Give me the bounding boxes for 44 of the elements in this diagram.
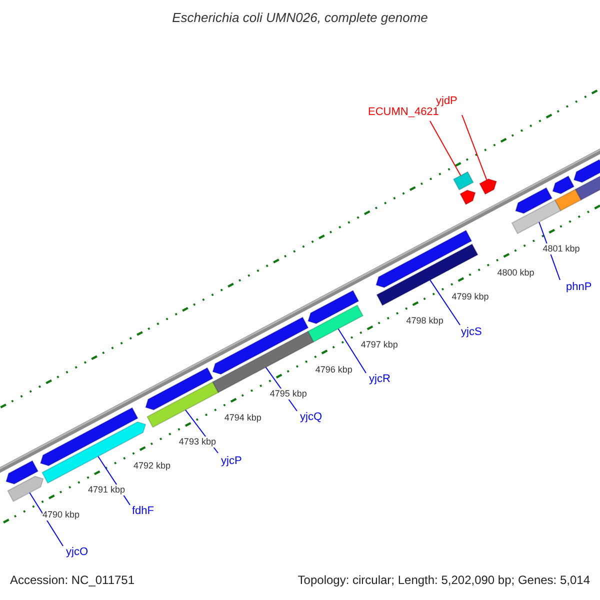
gene-bar bbox=[452, 171, 474, 191]
scale-label: 4792 kbp bbox=[133, 460, 170, 472]
gene-bar bbox=[146, 381, 219, 428]
gene-label: yjdP bbox=[436, 95, 458, 108]
gene-bar bbox=[212, 316, 309, 375]
scale-label: 4796 kbp bbox=[315, 364, 352, 376]
scale-label: 4797 kbp bbox=[360, 340, 398, 351]
gene-bar bbox=[554, 188, 582, 212]
gene-label: yjcS bbox=[461, 326, 482, 339]
gene-bar bbox=[307, 304, 364, 343]
leader-line bbox=[29, 492, 64, 546]
scale-label: 4794 kbp bbox=[224, 412, 262, 424]
scale-label: 4801 kbp bbox=[542, 243, 580, 254]
scale-label: 4798 kbp bbox=[406, 316, 444, 327]
accession-text: Accession: NC_011751 bbox=[10, 573, 135, 588]
gene-bar bbox=[514, 187, 553, 214]
scale-label: 4791 kbp bbox=[88, 484, 126, 496]
gene-label: fdhF bbox=[132, 505, 154, 518]
gene-bar bbox=[511, 199, 562, 234]
scale-label: 4795 kbp bbox=[270, 388, 307, 400]
scale-label: 4793 kbp bbox=[178, 436, 216, 448]
gene-bar bbox=[7, 476, 44, 502]
title: Escherichia coli UMN026, complete genome bbox=[172, 10, 428, 26]
gene-label: yjcR bbox=[369, 373, 390, 386]
gene-bar bbox=[552, 175, 575, 194]
scale-label: 4800 kbp bbox=[497, 268, 534, 279]
gene-label: ECUMN_4621 bbox=[368, 106, 439, 119]
gene-bar bbox=[144, 367, 214, 410]
gene-bar bbox=[478, 178, 498, 195]
gene-label: yjcO bbox=[66, 546, 88, 559]
gene-bar bbox=[573, 158, 600, 183]
gene-bar bbox=[460, 190, 476, 206]
leader-line bbox=[338, 328, 366, 374]
genome-info-text: Topology: circular; Length: 5,202,090 bp; Genes: 5,014 bbox=[298, 573, 590, 588]
gene-bar bbox=[307, 290, 360, 324]
gene-label: yjcQ bbox=[300, 411, 322, 424]
gene-bar bbox=[375, 230, 472, 288]
leader-line bbox=[462, 114, 488, 180]
gene-label: yjcP bbox=[221, 455, 242, 468]
gene-bar bbox=[5, 460, 39, 485]
leader-line bbox=[430, 120, 462, 176]
scale-label: 4790 kbp bbox=[42, 509, 80, 520]
scale-label: 4799 kbp bbox=[452, 292, 489, 303]
gene-label: phnP bbox=[566, 281, 592, 294]
